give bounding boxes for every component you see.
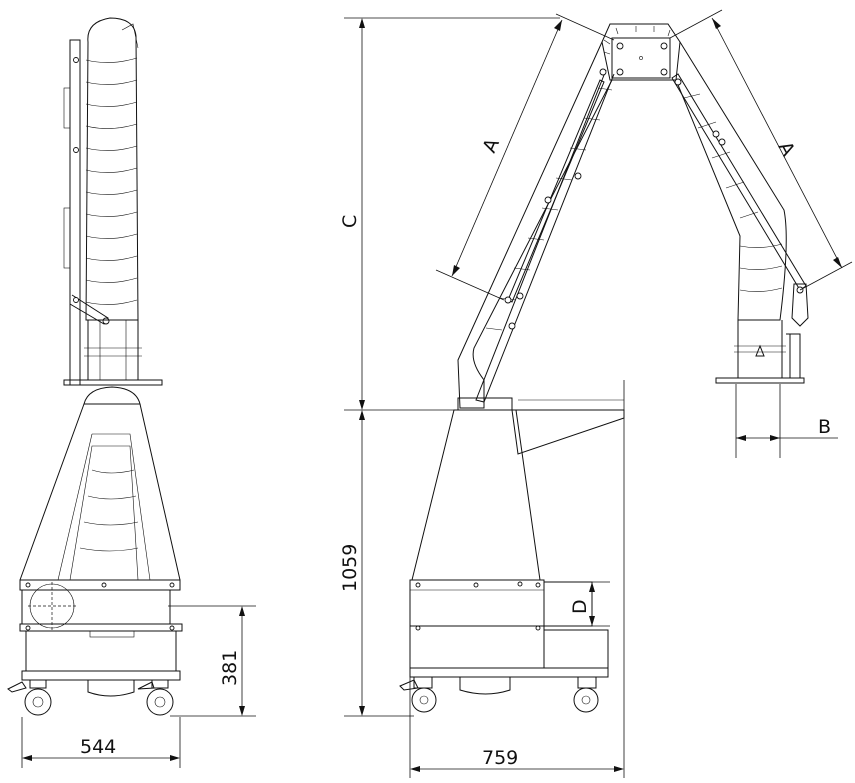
dimension-381-label: 381 <box>219 650 241 686</box>
front-view-head <box>601 23 681 81</box>
dimension-381: 381 <box>168 605 256 717</box>
dimension-b-label: B <box>818 416 831 438</box>
dimension-a-right: A <box>669 9 853 291</box>
dimension-b: B <box>735 384 838 458</box>
side-view-frame <box>19 403 181 581</box>
dimension-a-left-label: A <box>478 135 503 156</box>
dimension-1059: C 1059 <box>339 17 560 717</box>
dimension-759-label: 759 <box>482 747 518 769</box>
dimension-759: 759 <box>409 380 625 778</box>
side-view-base <box>19 579 183 697</box>
front-view-right-arm <box>671 41 809 384</box>
dimension-1059-label: 1059 <box>339 544 361 592</box>
front-view-cabinet <box>409 409 609 695</box>
front-view-casters <box>399 677 599 713</box>
dimension-c-label: C <box>339 215 361 228</box>
dimension-a-left: A <box>435 13 615 301</box>
front-view-neck <box>457 397 625 455</box>
dimension-544-label: 544 <box>80 736 116 758</box>
front-view: C 1059 A A B <box>339 9 853 778</box>
dimension-d-label: D <box>569 599 591 614</box>
side-view: 544 381 <box>7 17 256 768</box>
dimension-544: 544 <box>21 717 181 768</box>
dimension-d: D <box>544 581 610 627</box>
side-view-casters <box>7 680 174 716</box>
front-view-left-arm <box>457 41 615 409</box>
side-view-hose <box>85 17 139 321</box>
side-view-column <box>63 319 163 405</box>
dimension-a-right-label: A <box>774 138 800 160</box>
